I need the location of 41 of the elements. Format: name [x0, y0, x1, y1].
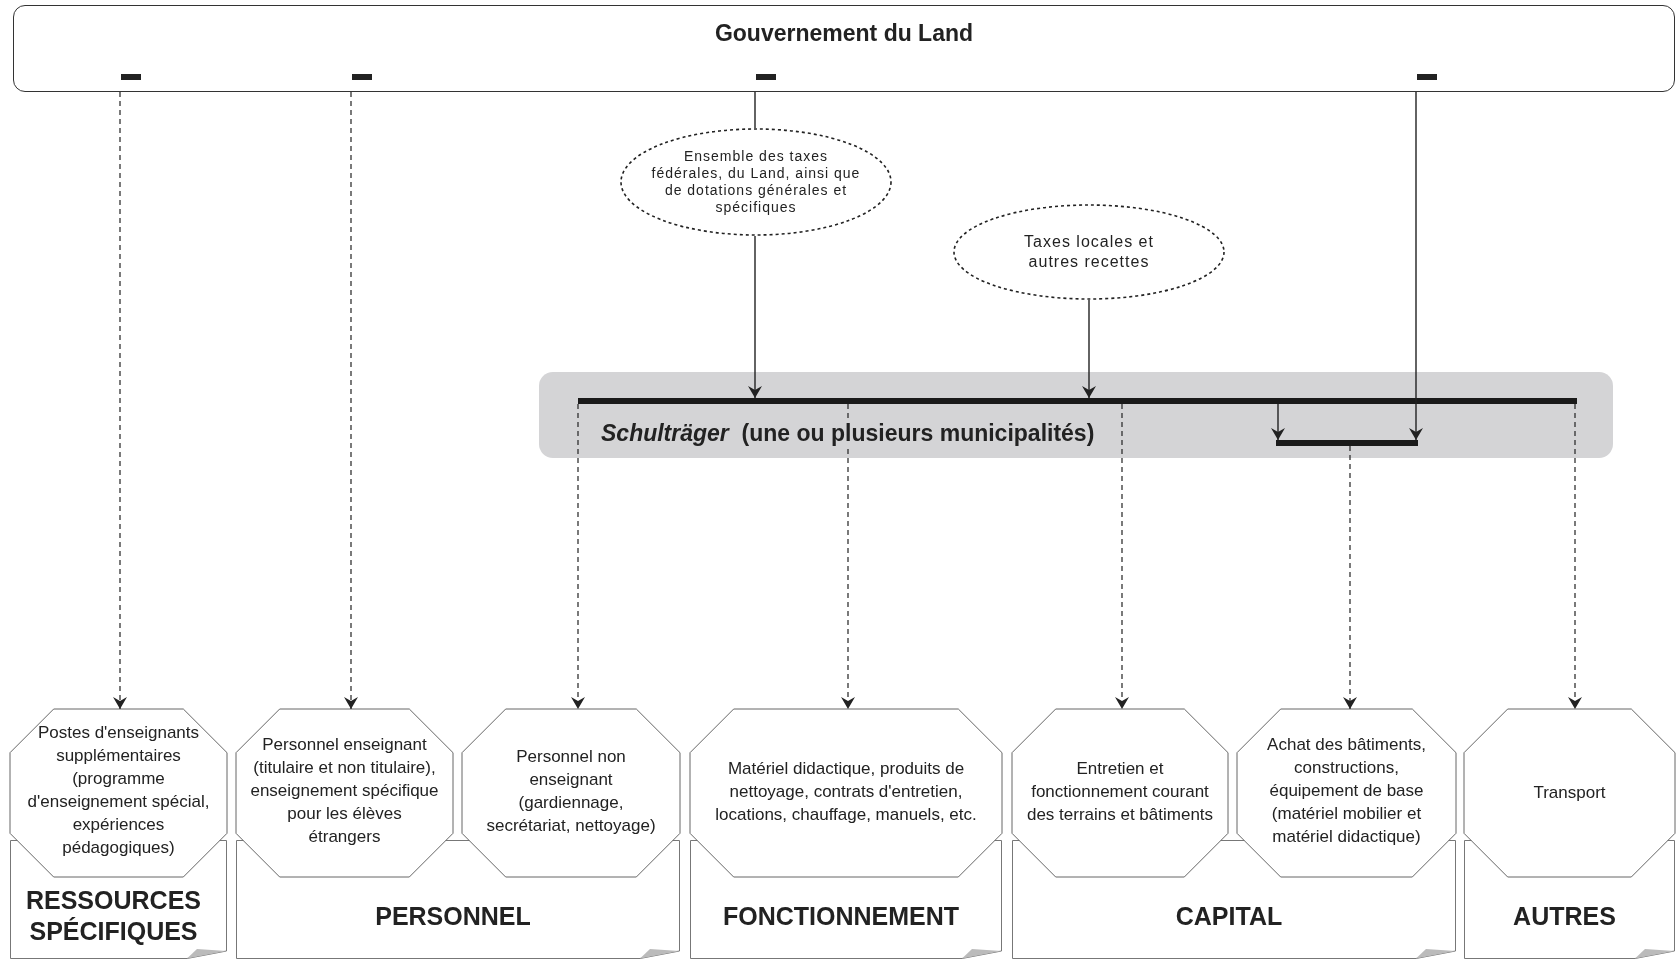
- dashed-ellipse: [620, 128, 892, 236]
- octagon-text: Transport: [1532, 782, 1607, 805]
- title-text: Gouvernement du Land: [713, 20, 975, 47]
- arrow: [748, 235, 762, 399]
- dashed-arrow: [113, 91, 127, 710]
- dashed-ellipse: [953, 204, 1225, 300]
- octagon-box: [236, 709, 453, 877]
- arrow: [1409, 91, 1423, 441]
- dashed-arrow: [344, 91, 358, 710]
- band-label: Schulträger (une ou plusieurs municipalités): [599, 420, 1097, 446]
- dashed-arrow: [1343, 445, 1357, 710]
- category-label: FONCTIONNEMENT: [721, 900, 961, 931]
- arrow: [1082, 299, 1096, 399]
- dashed-arrow: [1115, 403, 1129, 710]
- octagon-text: Achat des bâtiments, constructions, équipement de base (matériel mobilier et matériel didactique): [1266, 734, 1427, 849]
- octagon-box: [1464, 709, 1675, 877]
- octagon-box: [10, 709, 227, 877]
- octagon-text: Postes d'enseignants supplémentaires (programme d'enseignement spécial, expériences pédagogiques): [26, 722, 211, 860]
- octagon-text: Personnel enseignant (titulaire et non titulaire), enseignement spécifique pour les élèves étrangers: [250, 734, 439, 849]
- octagon-box: [690, 709, 1002, 877]
- government-box: [13, 5, 1675, 92]
- band-panel: [539, 372, 1613, 458]
- dashed-arrow: [1568, 403, 1582, 710]
- octagon-text: Entretien et fonctionnement courant des terrains et bâtiments: [1026, 758, 1214, 827]
- category-label: PERSONNEL: [374, 900, 532, 931]
- ellipse-text: Ensemble des taxes fédérales, du Land, ainsi que de dotations générales et spécifiques: [650, 148, 862, 216]
- category-label: AUTRES: [1512, 900, 1617, 931]
- dashed-arrow: [841, 403, 855, 710]
- category-label: CAPITAL: [1174, 900, 1284, 931]
- octagon-text: Matériel didactique, produits de nettoyage, contrats d'entretien, locations, chauffage, manuels, etc.: [714, 758, 978, 827]
- bar: [578, 398, 1577, 404]
- octagon-box: [462, 709, 680, 877]
- octagon-text: Personnel non enseignant (gardiennage, secrétariat, nettoyage): [485, 746, 657, 838]
- octagon-box: [1237, 709, 1456, 877]
- octagon-box: [1012, 709, 1228, 877]
- arrow: [1271, 403, 1285, 441]
- ellipse-text: Taxes locales et autres recettes: [1023, 232, 1155, 272]
- connector-line: [754, 91, 756, 129]
- bar: [1276, 440, 1418, 446]
- category-label: RESSOURCES SPÉCIFIQUES: [24, 884, 202, 947]
- dashed-arrow: [571, 403, 585, 710]
